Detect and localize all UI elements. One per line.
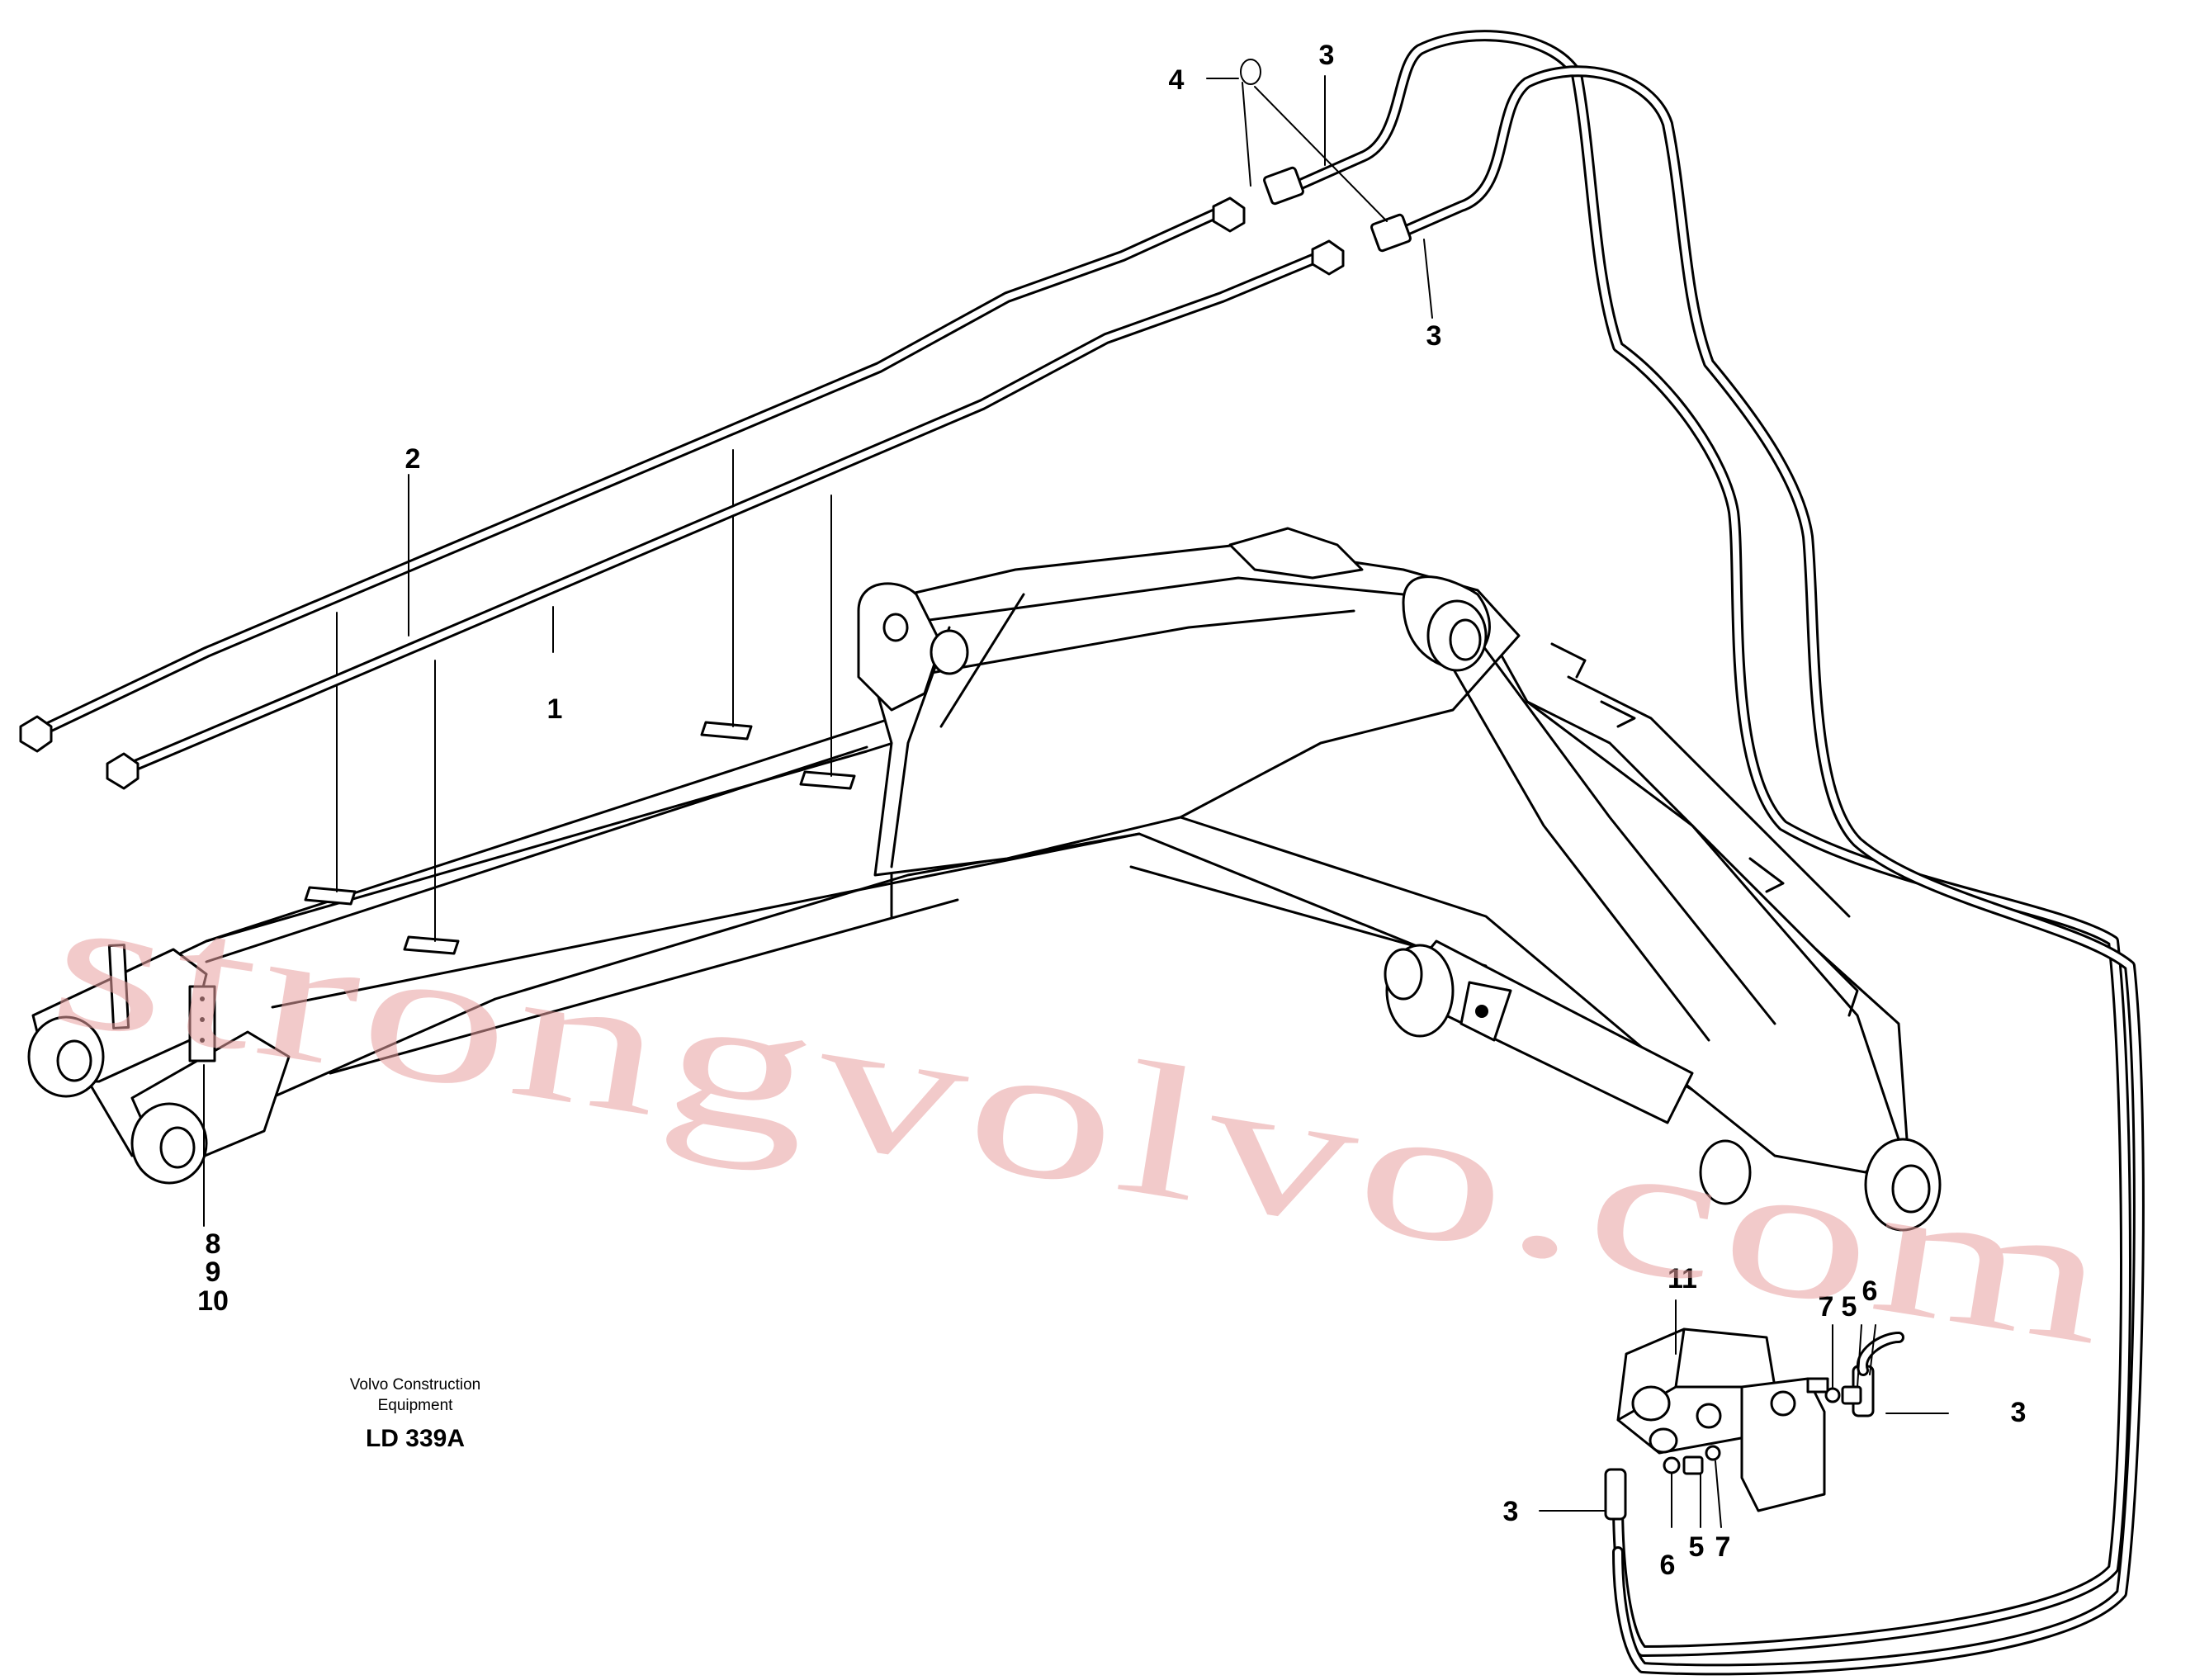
caption: Volvo Construction Equipment LD 339A (350, 1376, 480, 1452)
callout-7-bottom: 7 (1715, 1531, 1731, 1563)
callout-3-left: 3 (1503, 1496, 1519, 1527)
callout-6-bottom: 6 (1660, 1550, 1676, 1581)
callout-3-top: 3 (1319, 40, 1335, 71)
callout-8: 8 (206, 1228, 221, 1260)
hoses (1263, 30, 2145, 1676)
caption-company-line1: Volvo Construction (350, 1376, 480, 1394)
caption-company-line2: Equipment (378, 1397, 454, 1414)
boom-structure (27, 449, 1942, 1232)
callouts: 1 2 3 3 3 3 4 5 5 6 6 7 7 8 9 10 11 (197, 40, 2026, 1581)
callout-5-bottom: 5 (1689, 1531, 1705, 1563)
callout-9: 9 (206, 1256, 221, 1288)
callout-7-top: 7 (1819, 1291, 1834, 1323)
callout-11: 11 (1668, 1263, 1697, 1294)
callout-3-right: 3 (2011, 1397, 2027, 1428)
callout-2: 2 (405, 443, 421, 475)
leader-lines (203, 75, 1949, 1528)
callout-1: 1 (547, 693, 563, 725)
drawing-code: LD 339A (366, 1425, 465, 1452)
callout-6-top: 6 (1862, 1275, 1878, 1307)
valve-block (1616, 1327, 1862, 1512)
callout-4: 4 (1169, 64, 1185, 96)
callout-3-mid: 3 (1426, 320, 1442, 352)
steel-pipes (19, 196, 1345, 790)
callout-5-top: 5 (1842, 1291, 1857, 1323)
callout-10: 10 (197, 1285, 229, 1317)
o-ring-icon (1240, 59, 1261, 85)
